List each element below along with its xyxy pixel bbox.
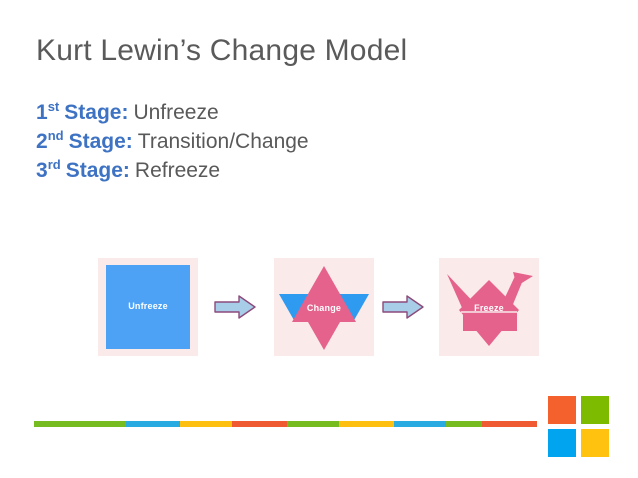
change-model-diagram: Unfreeze Change [96,258,548,358]
stage-word-3: Stage: [65,159,130,182]
stage-ordinal-1: st [47,99,60,114]
stage-word-1: Stage: [64,101,129,124]
stage-number-1: 1st [36,99,60,124]
color-bar-segment-7 [394,421,446,427]
color-bar-segment-1 [34,421,126,427]
color-bar-segment-3 [180,421,232,427]
stage-number-3: 3rd [36,157,61,182]
unfreeze-square-icon [106,265,190,349]
logo-square-top-right [581,396,609,424]
stage-word-2: Stage: [68,130,133,153]
stage-value-3: Refreeze [134,159,221,182]
origami-crane-icon [447,272,533,346]
four-square-logo [548,396,609,457]
diagram-panel-unfreeze: Unfreeze [98,258,198,356]
page-title: Kurt Lewin’s Change Model [36,34,408,67]
arrow-right-icon-one [213,294,257,320]
footer-color-bar [34,421,537,427]
logo-square-bottom-right [581,429,609,457]
logo-square-top-left [548,396,576,424]
arrow-right-icon-two [381,294,425,320]
color-bar-segment-5 [287,421,339,427]
diagram-panel-change: Change [274,258,374,356]
color-bar-segment-8 [446,421,482,427]
stage-ordinal-2: nd [47,128,64,143]
color-bar-segment-2 [126,421,180,427]
color-bar-segment-6 [339,421,394,427]
stage-number-2: 2nd [36,128,64,153]
stage-value-1: Unfreeze [133,101,219,124]
stage-ordinal-3: rd [47,157,61,172]
color-bar-segment-4 [232,421,287,427]
diagram-panel-freeze: Freeze [439,258,539,356]
stage-value-2: Transition/Change [137,130,309,153]
logo-square-bottom-left [548,429,576,457]
color-bar-segment-9 [482,421,537,427]
change-triangles-icon [279,266,369,350]
